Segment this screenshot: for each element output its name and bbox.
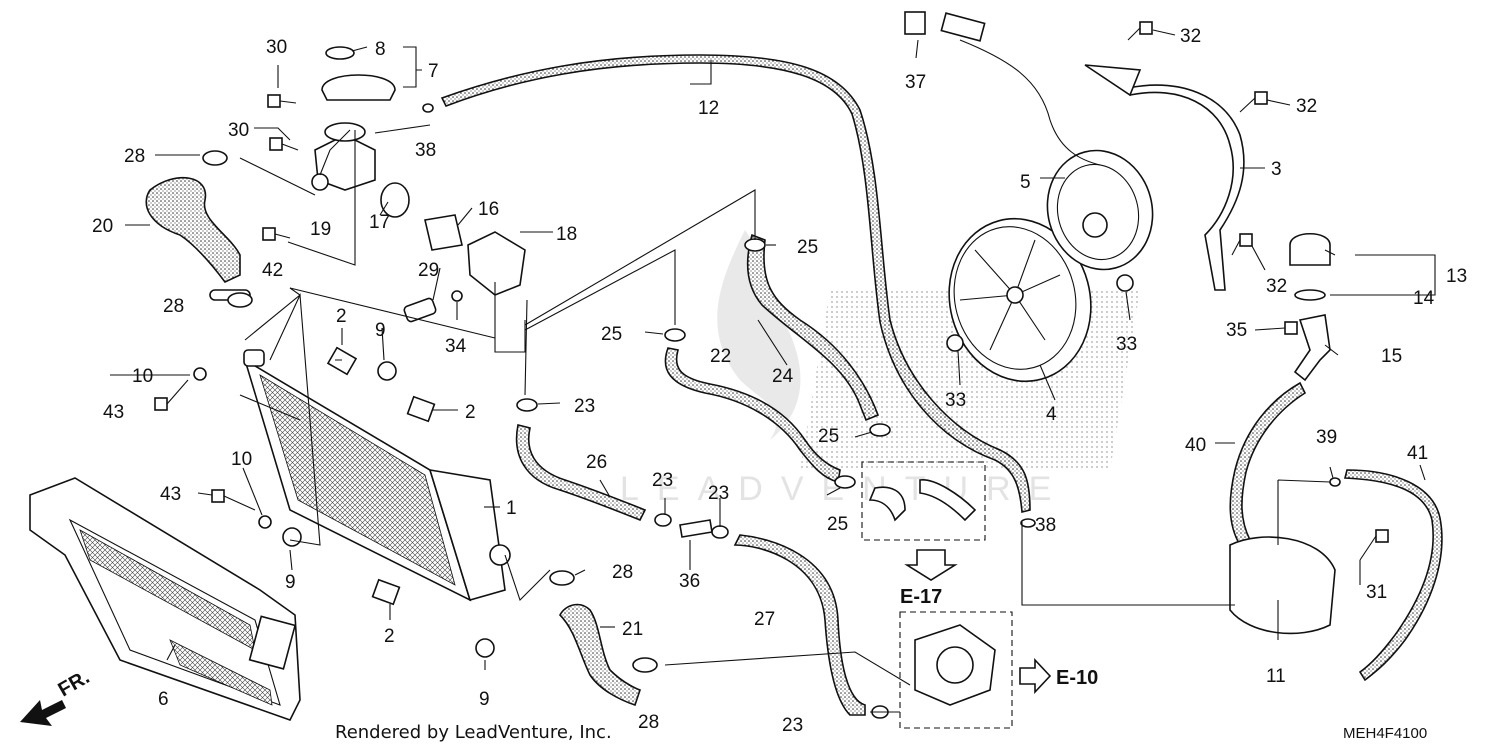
arrow-right-icon: [1019, 657, 1052, 695]
small-parts: [209, 11, 1336, 706]
callout-38: 38: [415, 140, 436, 161]
callout-32: 32: [1266, 276, 1287, 297]
leader-lines: [110, 29, 1436, 713]
callout-2: 2: [384, 626, 395, 647]
callout-2: 2: [336, 306, 347, 327]
callout-6: 6: [158, 689, 169, 710]
front-arrow-icon: [20, 700, 66, 726]
callout-32: 32: [1180, 26, 1201, 47]
callout-17: 17: [369, 212, 390, 233]
callout-29: 29: [418, 260, 439, 281]
callout-22: 22: [710, 346, 731, 367]
callout-43: 43: [103, 402, 124, 423]
hose-24: [746, 233, 880, 422]
callout-36: 36: [679, 571, 700, 592]
callout-28: 28: [638, 712, 659, 733]
callout-26: 26: [586, 452, 607, 473]
reference-arrows: [20, 549, 1052, 729]
callout-41: 41: [1407, 443, 1428, 464]
radiator-shroud: [29, 477, 301, 721]
callout-10: 10: [231, 449, 252, 470]
callout-19: 19: [310, 219, 331, 240]
callout-25: 25: [601, 324, 622, 345]
callout-35: 35: [1226, 320, 1247, 341]
callout-23: 23: [782, 715, 803, 736]
diagram-code: MEH4F4100: [1343, 725, 1427, 742]
hose-41: [1343, 469, 1443, 682]
bolts: [154, 21, 1389, 561]
callout-25: 25: [797, 237, 818, 258]
callout-25: 25: [818, 426, 839, 447]
callouts: 1 2 2 2 3 4 5 6 7 8 9 9 9 10 10 11 12 13…: [92, 26, 1467, 736]
callout-25: 25: [827, 514, 848, 535]
callout-3: 3: [1271, 159, 1282, 180]
callout-30: 30: [266, 37, 287, 58]
callout-16: 16: [478, 199, 499, 220]
callout-24: 24: [772, 366, 794, 387]
callout-10: 10: [132, 366, 153, 387]
arrow-down-icon: [904, 549, 958, 581]
fan-assembly: [948, 39, 1245, 383]
hose-21: [559, 603, 642, 707]
callout-32: 32: [1296, 96, 1317, 117]
callout-30: 30: [228, 120, 249, 141]
callout-34: 34: [445, 336, 467, 357]
callout-9: 9: [375, 320, 386, 341]
callout-43: 43: [160, 484, 181, 505]
callout-1: 1: [506, 498, 517, 519]
footer-credit: Rendered by LeadVenture, Inc.: [335, 722, 612, 743]
hose-20: [145, 176, 241, 283]
hose-22: [664, 347, 841, 483]
front-label: FR.: [55, 666, 94, 701]
callout-23: 23: [574, 396, 595, 417]
callout-37: 37: [905, 72, 926, 93]
hose-27: [733, 534, 866, 716]
hose-40: [1229, 381, 1307, 547]
callout-21: 21: [622, 619, 643, 640]
radiator: [243, 349, 511, 602]
hoses: [145, 54, 1443, 716]
ref-e17: E-17: [900, 586, 942, 608]
callout-9: 9: [479, 689, 490, 710]
callout-18: 18: [556, 224, 577, 245]
callout-20: 20: [92, 216, 113, 237]
clamps: [202, 103, 1341, 719]
callout-38: 38: [1035, 515, 1056, 536]
hose-12: [440, 54, 1031, 514]
hose-26: [515, 424, 647, 522]
callout-12: 12: [698, 98, 719, 119]
callout-15: 15: [1381, 346, 1402, 367]
callout-7: 7: [428, 61, 439, 82]
callout-11: 11: [1266, 666, 1286, 687]
callout-31: 31: [1366, 582, 1387, 603]
callout-8: 8: [375, 39, 386, 60]
callout-14: 14: [1413, 288, 1435, 309]
callout-28: 28: [163, 296, 184, 317]
callout-13: 13: [1446, 266, 1467, 287]
callout-33: 33: [1116, 334, 1137, 355]
ref-e10: E-10: [1056, 667, 1098, 689]
callout-23: 23: [708, 483, 729, 504]
callout-33: 33: [945, 390, 966, 411]
callout-23: 23: [652, 470, 673, 491]
callout-28: 28: [124, 146, 145, 167]
callout-39: 39: [1316, 427, 1337, 448]
callout-2: 2: [465, 402, 476, 423]
callout-27: 27: [754, 609, 775, 630]
callout-42: 42: [262, 260, 283, 281]
callout-4: 4: [1046, 404, 1057, 425]
callout-9: 9: [285, 572, 296, 593]
callout-40: 40: [1185, 435, 1206, 456]
callout-5: 5: [1020, 172, 1031, 193]
callout-28: 28: [612, 562, 633, 583]
